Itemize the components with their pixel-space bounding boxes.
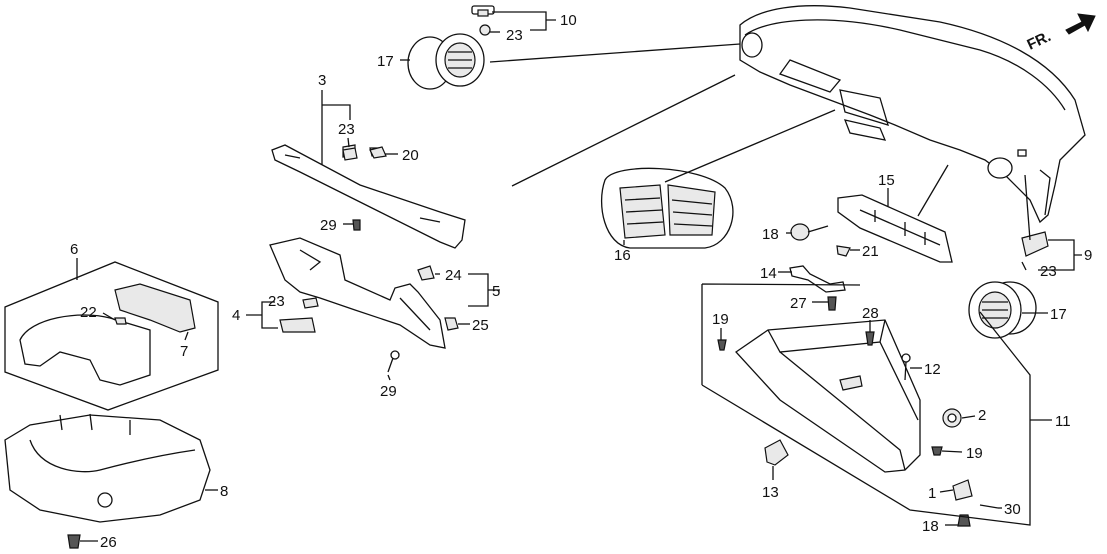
part-18-upper-bolt [790, 223, 829, 241]
part-10-clip [471, 5, 495, 36]
part-15-bracket [837, 194, 953, 263]
front-arrow-icon [1065, 13, 1096, 35]
callout-22: 22 [80, 304, 97, 321]
callout-2: 2 [978, 407, 986, 424]
callout-26: 26 [100, 534, 117, 551]
callout-4: 4 [232, 307, 240, 324]
callout-19: 19 [966, 445, 983, 462]
callout-18: 18 [762, 226, 779, 243]
part-16-center-vent [601, 167, 734, 249]
part-8-lower-cover [4, 413, 211, 523]
part-1-lock [952, 479, 973, 501]
callout-12: 12 [924, 361, 941, 378]
part-2-knob [942, 408, 962, 428]
callout-10: 10 [560, 12, 577, 29]
part-24-clip [417, 265, 435, 281]
part-29-lower-screw [387, 350, 400, 373]
part-28-screw [865, 331, 875, 346]
part-14-bracket [789, 265, 846, 293]
callout-20: 20 [402, 147, 419, 164]
part-6-column-cover [4, 261, 219, 411]
front-direction-indicator: FR. [1025, 13, 1096, 54]
part-17-upper-vent [407, 33, 485, 90]
part-11-glove-box [735, 319, 921, 473]
leader-lines [76, 11, 1082, 542]
callout-15: 15 [878, 172, 895, 189]
callout-labels: 10 23 17 3 23 20 29 6 24 5 23 4 22 25 7 … [70, 12, 1092, 551]
callout-27: 27 [790, 295, 807, 312]
callout-29: 29 [380, 383, 397, 400]
callout-23: 23 [338, 121, 355, 138]
part-26-screw [67, 534, 81, 549]
part-27-bolt [827, 296, 837, 311]
callout-21: 21 [862, 243, 879, 260]
callout-5: 5 [492, 283, 500, 300]
callout-13: 13 [762, 484, 779, 501]
part-17-right-vent [968, 281, 1037, 339]
part-20-clip [369, 146, 387, 159]
callout-23: 23 [268, 293, 285, 310]
callout-1: 1 [928, 485, 936, 502]
part-25-nut [444, 317, 459, 331]
callout-29: 29 [320, 217, 337, 234]
part-21-clip [836, 245, 851, 257]
callout-24: 24 [445, 267, 462, 284]
callout-11: 11 [1055, 413, 1071, 430]
part-19-lower-screw [931, 446, 943, 456]
part-23-clip-left [302, 297, 319, 309]
dashboard-panel [739, 5, 1086, 224]
callout-30: 30 [1004, 501, 1021, 518]
callout-14: 14 [760, 265, 777, 282]
callout-17: 17 [377, 53, 394, 70]
part-5-lower-panel [269, 237, 446, 349]
callout-9: 9 [1084, 247, 1092, 264]
front-direction-label: FR. [1025, 28, 1054, 54]
callout-3: 3 [318, 72, 326, 89]
callout-7: 7 [180, 343, 188, 360]
part-13-latch [764, 439, 789, 466]
part-9-clip [1021, 231, 1049, 271]
callout-18: 18 [922, 518, 939, 535]
callout-28: 28 [862, 305, 879, 322]
part-4-cover [279, 317, 316, 333]
callout-25: 25 [472, 317, 489, 334]
part-23-clip-center [342, 147, 358, 161]
callout-17: 17 [1050, 306, 1067, 323]
part-29-upper-screw [352, 219, 361, 231]
callout-19: 19 [712, 311, 729, 328]
part-12-screw [901, 353, 911, 381]
callout-23: 23 [506, 27, 523, 44]
part-19-upper-screw [717, 339, 727, 351]
part-3-bracket [271, 144, 466, 249]
part-30-pin [979, 504, 999, 509]
callout-8: 8 [220, 483, 228, 500]
callout-16: 16 [614, 247, 631, 264]
callout-6: 6 [70, 241, 78, 258]
callout-23: 23 [1040, 263, 1057, 280]
